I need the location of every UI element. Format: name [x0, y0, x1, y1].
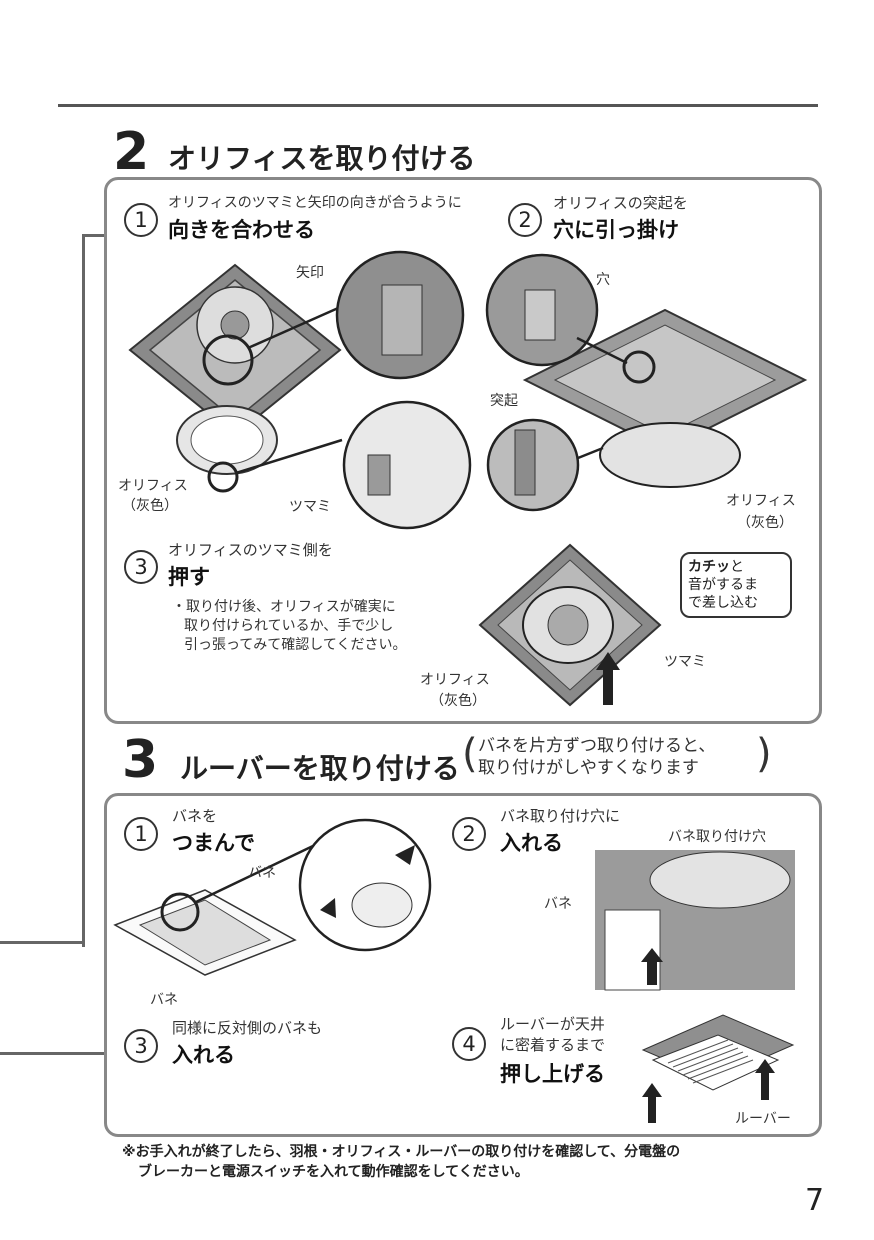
louver-push-illustration — [641, 1014, 795, 1123]
step-instruction-small: オリフィスのツマミ側を — [168, 541, 333, 559]
gray-label: （灰色） — [122, 498, 178, 514]
callout-bold: カチッ — [688, 559, 730, 575]
section-bracket-bottom-h — [0, 1052, 104, 1055]
step-instruction-big: 入れる — [500, 831, 563, 855]
section-bracket-lower-h — [0, 941, 85, 944]
step-instruction-small: オリフィスの突起を — [553, 194, 688, 212]
orifice-label: オリフィス — [118, 478, 188, 494]
footer-line: ブレーカーと電源スイッチを入れて動作確認をしてください。 — [138, 1164, 529, 1180]
protrusion-label: 突起 — [490, 393, 518, 409]
callout-text: 音がするま — [688, 577, 758, 593]
section3-number: 3 — [122, 730, 159, 790]
page-number: 7 — [805, 1183, 825, 1218]
gray-label: （灰色） — [737, 515, 793, 531]
note-line: 引っ張ってみて確認してください。 — [184, 637, 407, 653]
step-number-circle: 2 — [508, 203, 542, 237]
section2-title: オリフィスを取り付ける — [168, 142, 476, 175]
step-instruction-big: 押し上げる — [500, 1062, 605, 1086]
step-number-circle: 3 — [124, 550, 158, 584]
step-number-circle: 1 — [124, 203, 158, 237]
click-callout: カチッと 音がするま で差し込む — [680, 552, 792, 618]
step-instruction-big: つまんで — [172, 831, 255, 855]
note-line: ・取り付け後、オリフィスが確実に — [172, 599, 396, 615]
step-instruction-big: 穴に引っ掛け — [553, 218, 679, 242]
arrow-label: 矢印 — [296, 265, 324, 281]
knob-label: ツマミ — [289, 499, 331, 515]
orifice-push-illustration — [478, 543, 662, 707]
step-number-circle: 1 — [124, 817, 158, 851]
orifice-label: オリフィス — [726, 493, 796, 509]
section-bracket-upper — [82, 234, 107, 947]
tip-line: バネを片方ずつ取り付けると、 — [478, 736, 716, 756]
tip-line: 取り付けがしやすくなります — [478, 758, 699, 778]
louver-pinch-illustration — [113, 818, 432, 976]
callout-text: で差し込む — [688, 595, 758, 611]
knob-label: ツマミ — [664, 654, 706, 670]
step-note: ・取り付け後、オリフィスが確実に 取り付けられているか、手で少し 引っ張ってみて… — [172, 598, 462, 655]
footer-line: ※お手入れが終了したら、羽根・オリフィス・ルーバーの取り付けを確認して、分電盤の — [122, 1144, 681, 1160]
spring-hole-label: バネ取り付け穴 — [668, 829, 766, 845]
top-rule — [58, 104, 818, 107]
step-instruction-small: ルーバーが天井 — [500, 1015, 605, 1033]
spring-label: バネ — [544, 896, 572, 912]
step-instruction-big: 向きを合わせる — [168, 218, 315, 242]
section2-number: 2 — [113, 122, 150, 182]
step-number-circle: 2 — [452, 817, 486, 851]
gray-label: （灰色） — [430, 693, 486, 709]
callout-text: と — [730, 559, 744, 575]
note-line: 取り付けられているか、手で少し — [184, 618, 394, 634]
orifice-alignment-illustration — [128, 250, 472, 530]
section3-title: ルーバーを取り付ける — [180, 752, 460, 785]
step-instruction-small: オリフィスのツマミと矢印の向きが合うように — [168, 195, 462, 211]
orifice-hook-illustration — [485, 253, 808, 512]
louver-label: ルーバー — [735, 1111, 791, 1127]
step-instruction-small: バネ取り付け穴に — [500, 807, 621, 825]
orifice-label: オリフィス — [420, 672, 490, 688]
step-instruction-big: 入れる — [172, 1043, 235, 1067]
step-instruction-small: バネを — [172, 807, 218, 825]
hole-label: 穴 — [596, 272, 610, 288]
spring-insert-illustration — [595, 850, 795, 991]
step-instruction-small: 同様に反対側のバネも — [172, 1019, 323, 1037]
spring-label: バネ — [248, 865, 276, 881]
step-number-circle: 3 — [124, 1029, 158, 1063]
footer-note: ※お手入れが終了したら、羽根・オリフィス・ルーバーの取り付けを確認して、分電盤の… — [122, 1142, 680, 1182]
spring-label: バネ — [150, 992, 178, 1008]
section3-tip: ( バネを片方ずつ取り付けると、 取り付けがしやすくなります ) — [462, 731, 772, 778]
step-instruction-big: 押す — [168, 565, 210, 589]
step-instruction-small: に密着するまで — [500, 1036, 606, 1054]
step-number-circle: 4 — [452, 1027, 486, 1061]
